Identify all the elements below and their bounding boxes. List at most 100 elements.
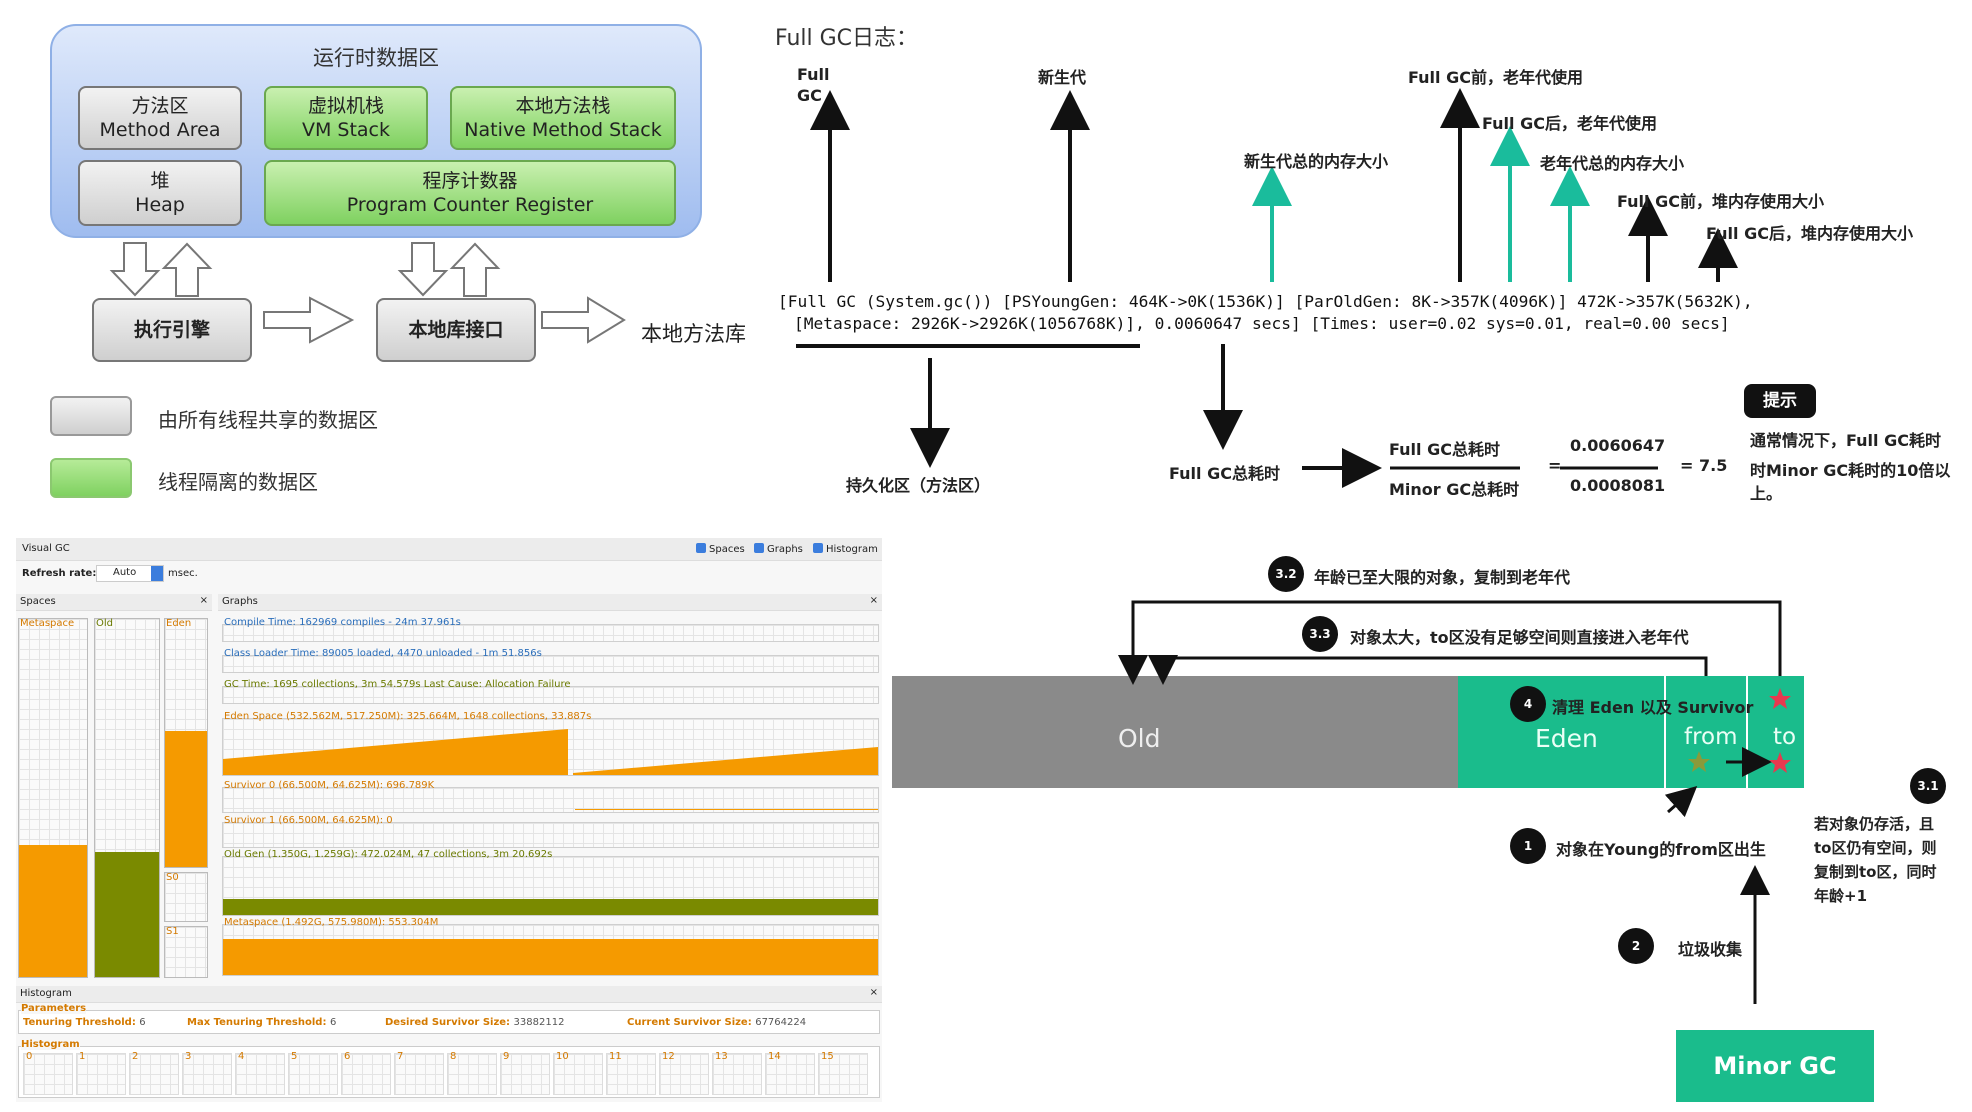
step-text-2: 垃圾收集 (1678, 940, 1743, 959)
space-label-metaspace: Metaspace (20, 618, 75, 629)
histogram-bin-label: 0 (26, 1051, 33, 1062)
arrow-birth (1664, 786, 1698, 818)
close-icon[interactable]: × (199, 595, 208, 606)
ratio-den-label: Minor GC总耗时 (1389, 480, 1520, 499)
space-s0 (164, 872, 208, 922)
runtime-title: 运行时数据区 (313, 46, 439, 70)
down-arrow-icon (109, 242, 161, 297)
param-max-tenuring: Max Tenuring Threshold: 6 (187, 1017, 337, 1028)
close-icon[interactable]: × (869, 987, 878, 998)
minor-gc-box: Minor GC (1676, 1030, 1874, 1102)
from-region (1666, 676, 1746, 788)
graph-label-s0: Survivor 0 (66.500M, 64.625M): 696.789K (224, 780, 435, 791)
tip-text: 通常情况下，Full GC耗时 时Minor GC耗时的10倍以 上。 (1750, 431, 1951, 503)
tip-badge: 提示 (1744, 384, 1816, 418)
histogram-bin-label: 10 (556, 1051, 569, 1062)
ratio-equals: = (1548, 456, 1562, 475)
param-desired-survivor: Desired Survivor Size: 33882112 (385, 1017, 565, 1028)
checkbox-icon[interactable] (696, 543, 706, 553)
label-young-total: 新生代总的内存大小 (1244, 152, 1389, 171)
visual-gc-title: Visual GC (22, 543, 70, 554)
refresh-unit: msec. (168, 568, 198, 579)
refresh-select[interactable]: Auto (96, 565, 164, 582)
graph-label-gctime: GC Time: 1695 collections, 3m 54.579s La… (224, 679, 571, 690)
graph-gc-time (222, 686, 879, 704)
step-badge-1: 1 (1510, 828, 1546, 864)
graph-label-eden: Eden Space (532.562M, 517.250M): 325.664… (224, 711, 592, 722)
space-label-old: Old (96, 618, 113, 629)
histogram-bin: 2 (129, 1051, 179, 1095)
histogram-bin-label: 1 (79, 1051, 86, 1062)
histogram-bin-label: 11 (609, 1051, 622, 1062)
refresh-row: Refresh rate: (22, 568, 97, 579)
histogram-bin: 9 (500, 1051, 550, 1095)
vm-stack-box: 虚拟机栈 VM Stack (264, 86, 428, 150)
step-badge-3-3: 3.3 (1302, 616, 1338, 652)
histogram-bin: 14 (765, 1051, 815, 1095)
heap-box: 堆 Heap (78, 160, 242, 226)
to-label: to (1773, 724, 1797, 750)
histogram-bin: 5 (288, 1051, 338, 1095)
graph-metaspace (222, 924, 879, 976)
histogram-bin-label: 3 (185, 1051, 192, 1062)
star-to-top-icon (1769, 688, 1791, 709)
down-arrow-icon (397, 242, 449, 297)
graph-old-gen (222, 856, 879, 916)
label-old-after: Full GC后，老年代使用 (1482, 114, 1657, 133)
check-spaces[interactable]: Spaces (696, 543, 745, 555)
checkbox-icon[interactable] (754, 543, 764, 553)
graph-label-classloader: Class Loader Time: 89005 loaded, 4470 un… (224, 648, 542, 659)
step-badge-3-1: 3.1 (1910, 768, 1946, 804)
step-text-1: 对象在Young的from区出生 (1556, 840, 1766, 859)
space-s1 (164, 926, 208, 978)
graph-label-s1: Survivor 1 (66.500M, 64.625M): 0 (224, 815, 393, 826)
histogram-bin: 4 (235, 1051, 285, 1095)
step-text-3-2: 年龄已至大限的对象，复制到老年代 (1314, 568, 1571, 587)
gc-log-title: Full GC日志： (775, 26, 919, 51)
close-icon[interactable]: × (869, 595, 878, 606)
label-heap-after: Full GC后，堆内存使用大小 (1706, 224, 1913, 243)
step-text-3-1: 若对象仍存活，且 to区仍有空间，则 复制到to区，同时 年龄+1 (1814, 815, 1937, 905)
histogram-bin: 8 (447, 1051, 497, 1095)
graph-survivor0 (222, 787, 879, 813)
native-lib-label: 本地方法库 (641, 322, 746, 346)
step-badge-3-2: 3.2 (1268, 556, 1304, 592)
stepper-icon[interactable] (151, 566, 163, 581)
ratio-num-label: Full GC总耗时 (1389, 440, 1500, 459)
histogram-bin-label: 5 (291, 1051, 298, 1062)
gen-diagram (892, 600, 1804, 1004)
ratio-den-value: 0.0008081 (1570, 476, 1666, 495)
label-old-total: 老年代总的内存大小 (1540, 154, 1685, 173)
graph-class-loader (222, 655, 879, 673)
checkbox-icon[interactable] (813, 543, 823, 553)
space-label-s0: S0 (166, 872, 179, 883)
params-box: Parameters Tenuring Threshold: 6 Max Ten… (18, 1003, 880, 1034)
histogram-bin-label: 2 (132, 1051, 139, 1062)
old-region (892, 676, 1458, 788)
ratio-result: = 7.5 (1680, 456, 1728, 475)
from-label: from (1684, 724, 1738, 750)
arrow-3-3 (1148, 655, 1708, 685)
graph-survivor1 (222, 822, 879, 848)
param-tenuring: Tenuring Threshold: 6 (23, 1017, 146, 1028)
label-young-gen: 新生代 (1038, 68, 1087, 87)
histogram-bin: 10 (553, 1051, 603, 1095)
graphs-header: Graphs × (218, 594, 882, 611)
visual-gc-panel: Visual GC Spaces Graphs Histogram Refres… (16, 538, 882, 1102)
histogram-bin: 1 (76, 1051, 126, 1095)
space-eden (164, 618, 208, 868)
histogram-bin: 7 (394, 1051, 444, 1095)
check-graphs[interactable]: Graphs (754, 543, 803, 555)
label-old-before: Full GC前，老年代使用 (1408, 68, 1583, 87)
eden-sawtooth (223, 729, 878, 775)
step-badge-4: 4 (1510, 686, 1546, 722)
eden-region (1458, 676, 1664, 788)
check-histogram[interactable]: Histogram (813, 543, 878, 555)
legend-isolated-swatch (50, 458, 132, 498)
star-from-icon (1688, 751, 1710, 772)
histogram-bin-label: 13 (715, 1051, 728, 1062)
label-perm: 持久化区（方法区） (846, 476, 991, 495)
method-area-box: 方法区 Method Area (78, 86, 242, 150)
